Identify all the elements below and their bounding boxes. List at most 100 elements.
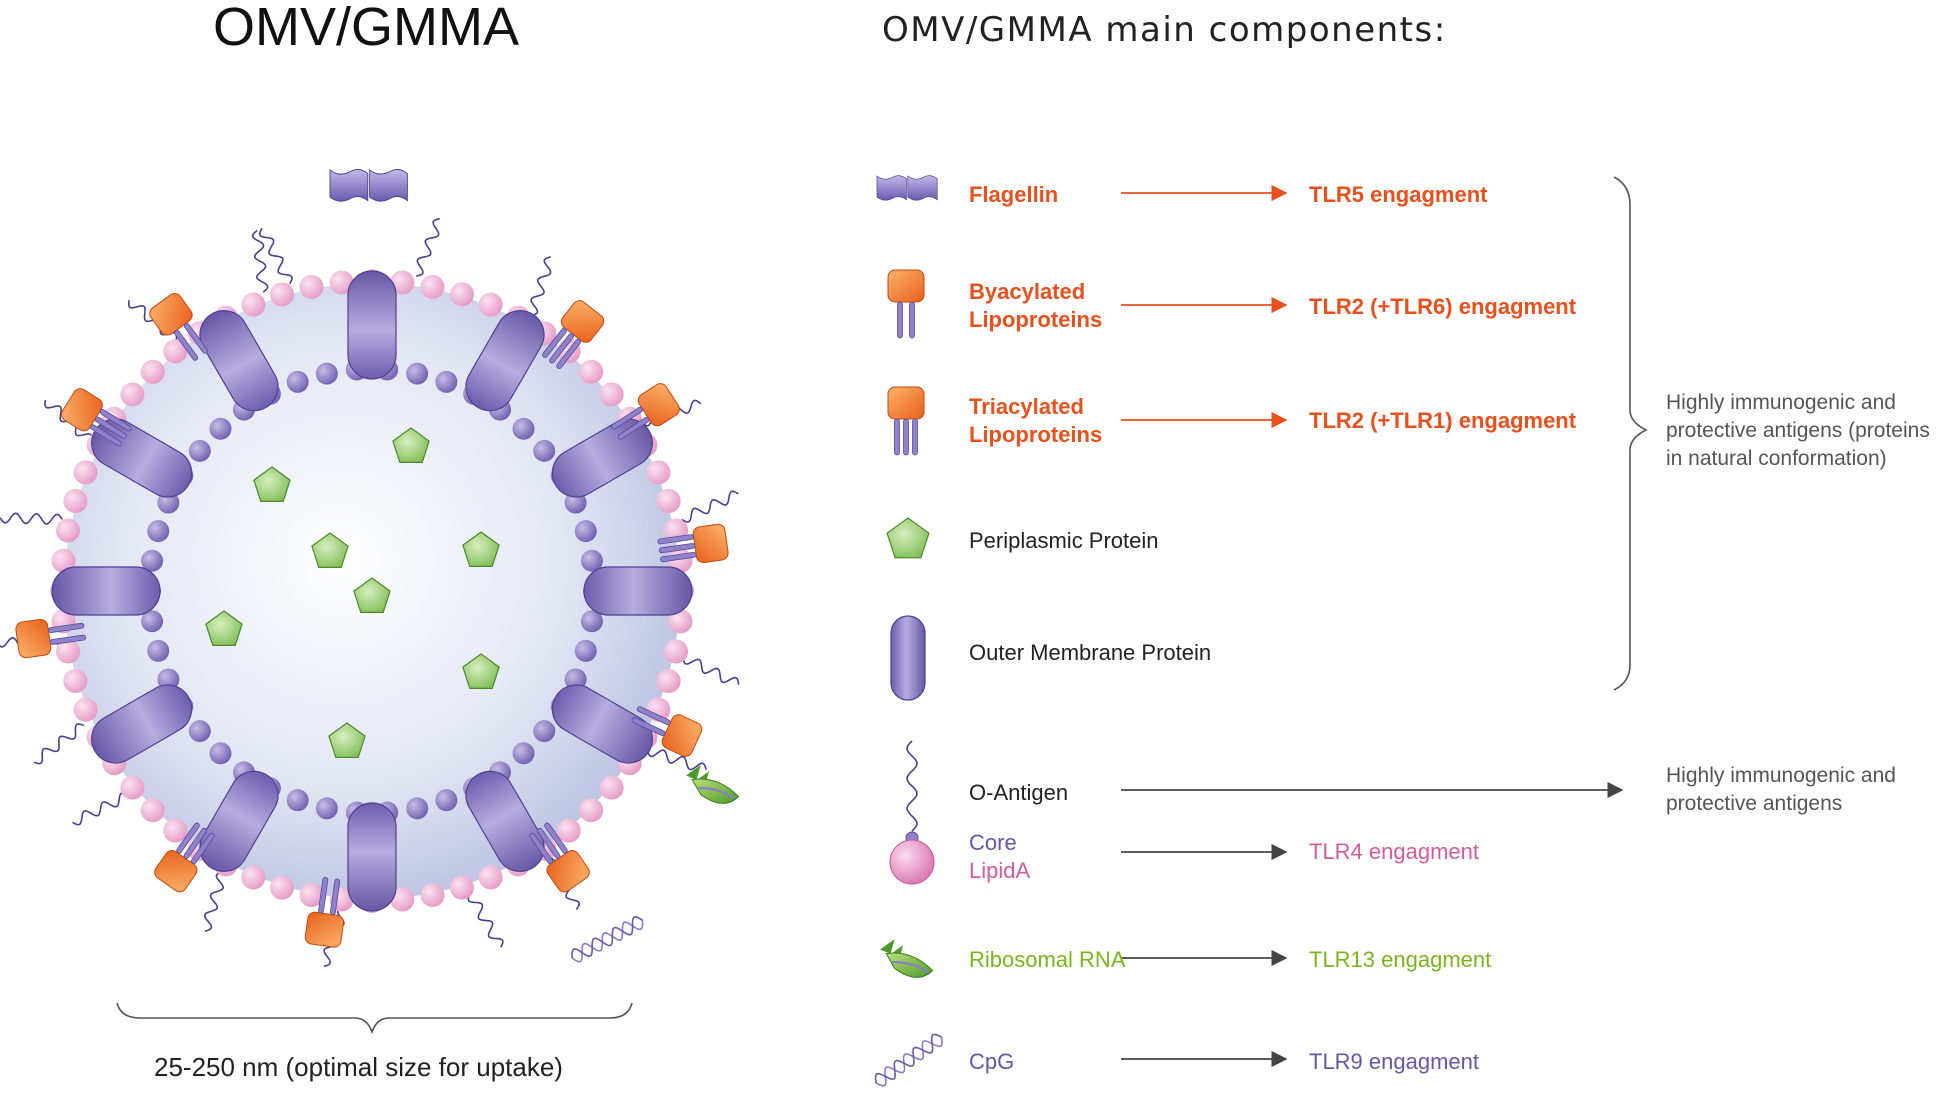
ribosomal-rna-icon [880, 939, 934, 978]
membrane-bead [574, 639, 597, 662]
triacylated-lipoprotein [529, 822, 590, 893]
lipid-bead [579, 359, 604, 384]
lipid-bead [63, 489, 88, 514]
omp-body [465, 310, 545, 412]
protein-note-line3: in natural conformation) [1666, 447, 1887, 470]
lipoprotein-tail [318, 876, 329, 914]
o-antigen-label: O-Antigen [969, 780, 1069, 805]
lipoprotein-head [304, 911, 345, 948]
lipida-label: LipidA [969, 858, 1031, 883]
lipid-bead [51, 548, 76, 573]
legend-icons [874, 175, 943, 1087]
cpg-label: CpG [969, 1049, 1015, 1074]
periplasmic-protein [205, 610, 243, 646]
membrane-bead [188, 439, 211, 462]
lipid-bead [390, 887, 415, 912]
lipoprotein-tail [617, 416, 650, 440]
ribosomal-rna-molecule [686, 765, 740, 804]
periplasmic-protein [462, 531, 500, 567]
legend-arrows [1121, 184, 1624, 1068]
flagellin-result: TLR5 engagment [1309, 182, 1488, 207]
lipid-bead [668, 609, 693, 634]
o-antigen-chain [72, 792, 129, 826]
lipoprotein-tail [174, 329, 199, 361]
membrane-bead [315, 362, 338, 385]
omp-body [347, 802, 397, 912]
triacylated-label-line1: Triacylated [969, 394, 1084, 419]
protein-note-line2: protective antigens (proteins [1666, 419, 1930, 442]
outer-membrane-protein [551, 684, 653, 764]
lipoprotein-tail [909, 301, 915, 339]
triacylated-lipoprotein-icon [887, 386, 925, 456]
lipoprotein-tail [657, 534, 694, 545]
o-antigen-chain [681, 490, 739, 523]
lipid-bead [299, 274, 324, 299]
lipid-bead [63, 668, 88, 693]
ribosomal-rna-label: Ribosomal RNA [969, 947, 1126, 972]
outer-membrane-protein [465, 310, 545, 412]
protein-group-brace [1613, 176, 1648, 691]
o-antigen-chain [203, 871, 224, 932]
membrane-bead [147, 520, 170, 543]
lipid-bead [656, 668, 681, 693]
lipid-bead [329, 270, 354, 295]
lipid-bead [73, 697, 98, 722]
lipoprotein-tail [897, 301, 903, 339]
byacylated-label-line1: Byacylated [969, 279, 1086, 304]
triacylated-lipoprotein [657, 523, 729, 564]
membrane-bead [406, 362, 429, 385]
lipoprotein-tail [47, 622, 85, 633]
periplasmic-proteins [205, 427, 500, 758]
flagellin-icon [876, 175, 938, 201]
lipoprotein-tail [190, 832, 215, 865]
lipoprotein-head [661, 714, 703, 757]
membrane-bead [574, 520, 597, 543]
triacylated-label-line2: Lipoproteins [969, 422, 1103, 447]
rna-body [691, 778, 740, 804]
o-antigen-chain [467, 893, 504, 948]
outer-membrane-protein [199, 770, 279, 872]
dna-strand [571, 920, 644, 963]
lipid-bead [599, 382, 624, 407]
lipid-bead [120, 775, 145, 800]
rna-strand [698, 787, 735, 800]
byacylated-lipoprotein [149, 293, 208, 361]
outer-membrane-protein [51, 566, 161, 616]
lipoprotein-tail [49, 634, 87, 645]
byacylated-lipoprotein [304, 876, 345, 948]
lipid-bead [140, 798, 165, 823]
lipoprotein-tail [556, 338, 582, 369]
byacylated-lipoprotein [611, 383, 680, 440]
omp-body [199, 770, 279, 872]
flagellin-segment [329, 169, 369, 202]
outer-membrane-protein [199, 310, 279, 412]
periplasmic-protein [462, 653, 500, 689]
outer-membrane-protein [583, 566, 693, 616]
lipoprotein-tail [660, 551, 697, 563]
o-antigen-chain [251, 229, 269, 293]
lipoprotein-tail [89, 424, 123, 447]
protein-note-line1: Highly immunogenic and [1666, 391, 1896, 414]
lipoprotein-tail [544, 822, 568, 854]
lipoprotein-head [149, 293, 193, 336]
periplasmic-protein [328, 722, 366, 758]
dna-strand [874, 1033, 942, 1084]
byacylated-label-line2: Lipoproteins [969, 307, 1103, 332]
lipid-bead [646, 460, 671, 485]
lipoprotein-head [887, 269, 925, 303]
omp-body [51, 566, 161, 616]
lipid-bead [140, 359, 165, 384]
membrane-bead [141, 610, 164, 633]
lipid-bead [656, 489, 681, 514]
lipid-bead [478, 865, 503, 890]
lipoprotein-head [692, 523, 729, 564]
lipid-bead [163, 818, 188, 843]
omp-body [583, 566, 693, 616]
lipid-bead [579, 798, 604, 823]
core-label: Core [969, 830, 1017, 855]
lipoprotein-tail [529, 832, 554, 865]
membrane-bead [188, 720, 211, 743]
o-antigen-result-line2: protective antigens [1666, 792, 1843, 815]
triacylated-lipoprotein [154, 822, 215, 893]
